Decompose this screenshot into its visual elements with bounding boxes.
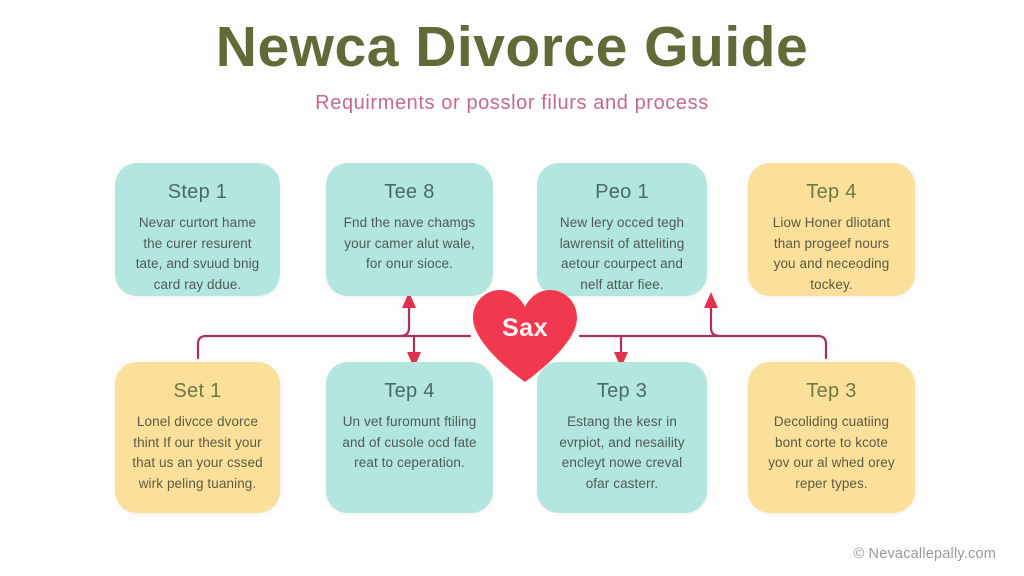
step-card[interactable]: Step 1 Nevar curtort hame the curer resu… <box>115 163 280 296</box>
heart-icon <box>473 290 577 382</box>
connector-right-spine <box>578 334 828 360</box>
page-subtitle: Requirments or posslor filurs and proces… <box>315 91 709 114</box>
center-heart-label: Sax <box>502 314 548 342</box>
step-card-body: Decoliding cuatiing bont corte to kcote … <box>768 414 895 491</box>
center-heart[interactable]: Sax <box>469 288 581 384</box>
step-card-body: Nevar curtort hame the curer resurent ta… <box>135 215 260 292</box>
step-card-body: Liow Honer dliotant than progeef nours y… <box>772 215 891 292</box>
step-card[interactable]: Tee 8 Fnd the nave chamgs your camer alu… <box>326 163 493 296</box>
step-card-body: Un vet furomunt ftiling and of cusole oc… <box>342 414 477 471</box>
step-card-title: Peo 1 <box>595 181 649 203</box>
footer-credit: © Nevacallepally.com <box>853 546 996 562</box>
step-card-body: Fnd the nave chamgs your camer alut wale… <box>343 215 476 272</box>
step-card-title: Tep 3 <box>596 380 648 402</box>
step-card[interactable]: Tep 4 Liow Honer dliotant than progeef n… <box>748 163 915 296</box>
step-card-body: New lery occed tegh lawrensit of attelit… <box>559 215 685 292</box>
step-card[interactable]: Set 1 Lonel divcce dvorce thint If our t… <box>115 362 280 513</box>
step-card-body: Estang the kesr in evrpiot, and nesailit… <box>559 414 685 491</box>
step-card-title: Set 1 <box>173 380 222 402</box>
arrow-up-right-icon <box>704 292 718 308</box>
step-card-title: Tep 4 <box>384 380 435 402</box>
step-card[interactable]: Peo 1 New lery occed tegh lawrensit of a… <box>537 163 707 296</box>
step-card-title: Tee 8 <box>384 181 435 203</box>
step-card-title: Tep 3 <box>806 380 857 402</box>
step-card[interactable]: Tep 4 Un vet furomunt ftiling and of cus… <box>326 362 493 513</box>
step-card-body: Lonel divcce dvorce thint If our thesit … <box>132 414 263 491</box>
step-card[interactable]: Tep 3 Estang the kesr in evrpiot, and ne… <box>537 362 707 513</box>
connector-up-branch-left <box>398 304 411 338</box>
step-card[interactable]: Tep 3 Decoliding cuatiing bont corte to … <box>748 362 915 513</box>
connector-left-spine <box>196 334 472 360</box>
page-title: Newca Divorce Guide <box>215 15 809 79</box>
step-card-title: Step 1 <box>167 181 228 203</box>
header: Newca Divorce Guide Requirments or possl… <box>0 0 1024 115</box>
connector-up-branch-right <box>709 304 722 338</box>
step-card-title: Tep 4 <box>806 181 857 203</box>
